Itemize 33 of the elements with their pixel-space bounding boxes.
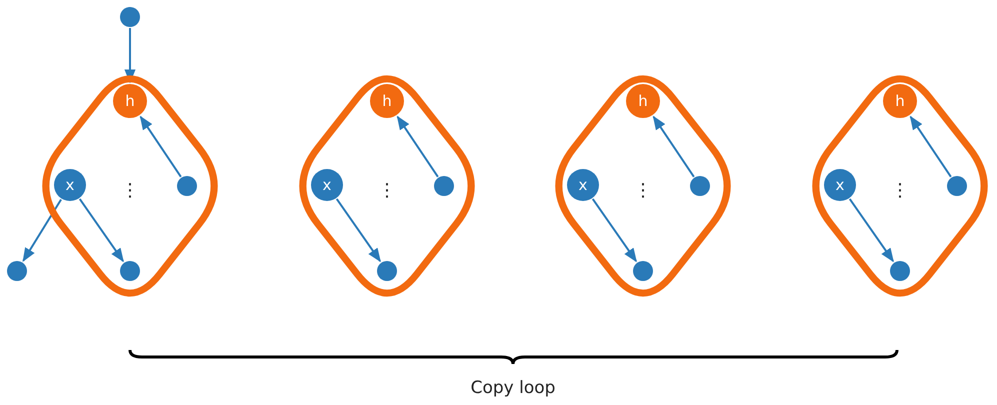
dot (120, 261, 140, 281)
dot (434, 176, 454, 196)
ellipsis: ⋮ (634, 180, 652, 200)
variable-circle: h (883, 84, 917, 118)
arrow (124, 28, 136, 84)
arrow (652, 116, 695, 178)
arrow (78, 198, 124, 262)
dot (947, 176, 967, 196)
arrow (140, 116, 182, 178)
arrow (910, 116, 952, 178)
arrow (396, 116, 439, 178)
variable-circle: x (567, 169, 599, 201)
variable-circle: x (54, 169, 86, 201)
arrow (22, 198, 62, 262)
ellipsis: ⋮ (891, 180, 909, 200)
arrow (848, 198, 894, 262)
dot (120, 7, 140, 27)
ellipsis: ⋮ (121, 180, 139, 200)
ellipsis: ⋮ (378, 180, 396, 200)
variable-circle: x (824, 169, 856, 201)
dot (633, 261, 653, 281)
dot (690, 176, 710, 196)
variable-circle: h (113, 84, 147, 118)
arrow (336, 198, 381, 262)
variable-circle: x (311, 169, 343, 201)
variable-circle: h (370, 84, 404, 118)
dot (890, 261, 910, 281)
dot (177, 176, 197, 196)
arrow (592, 198, 637, 262)
variable-circle: h (626, 84, 660, 118)
brace-label: Copy loop (470, 378, 556, 398)
dot (7, 261, 27, 281)
dot (377, 261, 397, 281)
